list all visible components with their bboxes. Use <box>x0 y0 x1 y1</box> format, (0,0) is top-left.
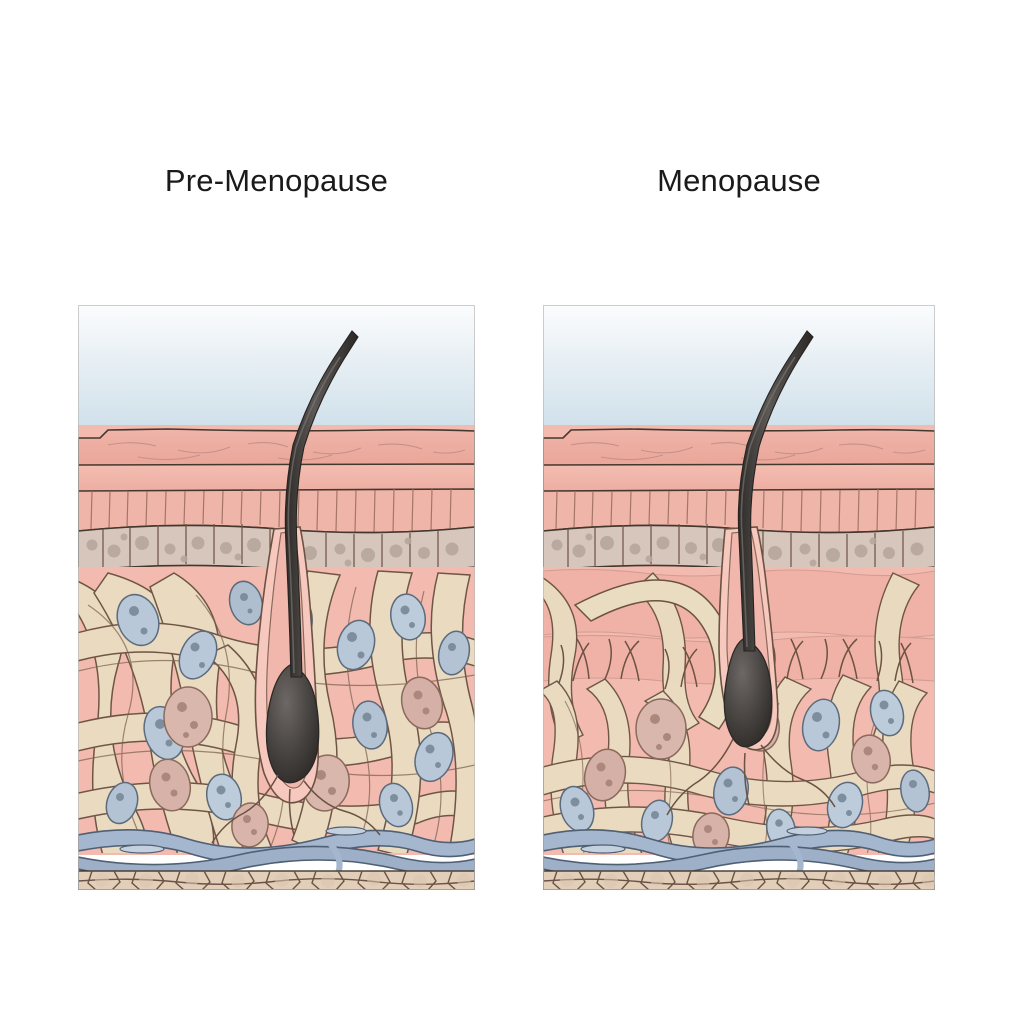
dermal-collagen-loop <box>573 579 738 730</box>
hair-bulb <box>265 664 320 784</box>
epidermis-band <box>543 463 935 493</box>
skin-cross-section-pre-menopause <box>78 305 475 890</box>
stratum-corneum <box>78 428 475 467</box>
panel-label-pre-menopause: Pre-Menopause <box>164 163 389 198</box>
granular-cell-granules <box>551 533 924 567</box>
follicle-root-strands <box>211 774 381 844</box>
fibroblast-nuclei <box>570 700 917 827</box>
fibroblast-cells <box>559 689 931 850</box>
hair-shaft-highlight <box>287 356 341 674</box>
capillary-lumens <box>119 826 367 854</box>
epidermis-band <box>78 463 475 493</box>
pigment-cell-nuclei <box>161 690 430 835</box>
hair-shaft-highlight <box>740 356 796 648</box>
adipocyte-fill <box>560 872 935 888</box>
hair-bulb <box>723 638 773 748</box>
adipocyte-fill <box>95 872 471 888</box>
air-background <box>78 305 475 430</box>
follicle-root-strands <box>666 738 836 816</box>
panel-border <box>543 305 935 890</box>
skin-cross-section-menopause <box>543 305 935 890</box>
pigment-cells <box>148 676 444 848</box>
hair-shaft <box>284 330 359 678</box>
panel-label-menopause: Menopause <box>657 163 821 198</box>
air-background <box>543 305 935 430</box>
panel-border <box>78 305 475 890</box>
stratum-corneum <box>543 428 935 467</box>
basal-cell-dividers <box>555 488 917 534</box>
basal-cell-dividers <box>90 488 452 534</box>
capillary-lumens <box>580 826 828 854</box>
